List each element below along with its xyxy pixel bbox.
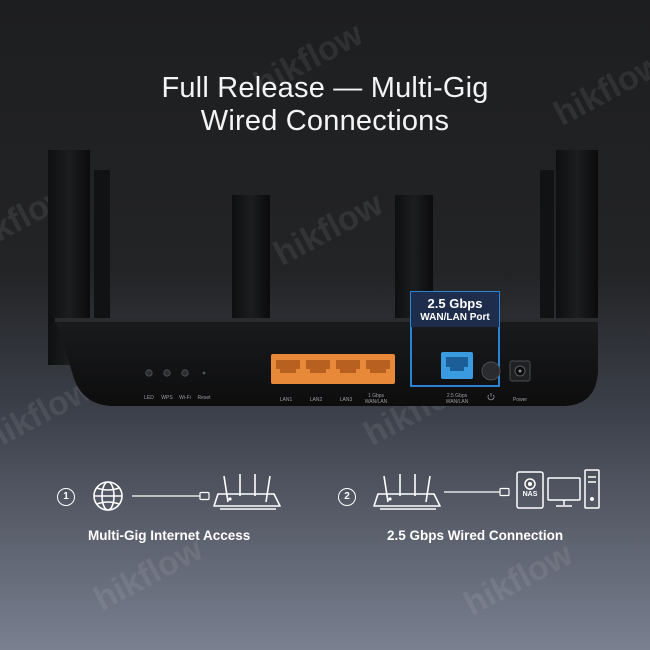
led-button bbox=[145, 369, 153, 377]
monitor-icon bbox=[547, 477, 581, 507]
headline-line-1: Full Release — Multi-Gig bbox=[161, 72, 489, 104]
callout-header bbox=[411, 292, 499, 327]
reset-pinhole bbox=[202, 371, 206, 375]
label-lan2: LAN2 bbox=[309, 397, 323, 403]
label-lan1: LAN1 bbox=[279, 397, 293, 403]
label-wps: WPS bbox=[161, 395, 173, 401]
nas-icon bbox=[516, 471, 544, 509]
router-icon bbox=[213, 474, 281, 510]
step-2-badge: 2 bbox=[338, 488, 356, 506]
router-icon bbox=[373, 474, 441, 510]
label-lan3: LAN3 bbox=[339, 397, 353, 403]
headline: Full Release — Multi-Gig Wired Connectio… bbox=[0, 72, 650, 138]
power-button bbox=[481, 361, 501, 381]
caption-internet-access: Multi-Gig Internet Access bbox=[88, 528, 251, 543]
callout-speed: 2.5 Gbps bbox=[427, 296, 483, 311]
step-1-badge: 1 bbox=[57, 488, 75, 506]
lan-port-block bbox=[271, 354, 395, 384]
headline-line-2: Wired Connections bbox=[200, 105, 450, 137]
caption-wired-connection: 2.5 Gbps Wired Connection bbox=[387, 528, 564, 543]
label-led: LED bbox=[144, 395, 154, 401]
wps-button bbox=[163, 369, 171, 377]
label-reset: Reset bbox=[197, 395, 211, 401]
callout-port: WAN/LAN Port bbox=[420, 312, 490, 323]
wifi-button bbox=[181, 369, 189, 377]
antenna bbox=[540, 170, 554, 365]
pc-tower-icon bbox=[584, 469, 600, 509]
label-wifi: Wi-Fi bbox=[179, 395, 191, 401]
globe-icon bbox=[93, 481, 123, 511]
nas-label: NAS bbox=[522, 491, 538, 498]
label-2-5g-wan-lan: 2.5 Gbps WAN/LAN bbox=[445, 393, 469, 405]
label-1g-wan-lan: 1 Gbps WAN/LAN bbox=[364, 393, 388, 405]
multigig-callout: 2.5 Gbps WAN/LAN Port bbox=[411, 296, 499, 325]
label-power: Power bbox=[512, 397, 528, 403]
antenna bbox=[94, 170, 110, 365]
